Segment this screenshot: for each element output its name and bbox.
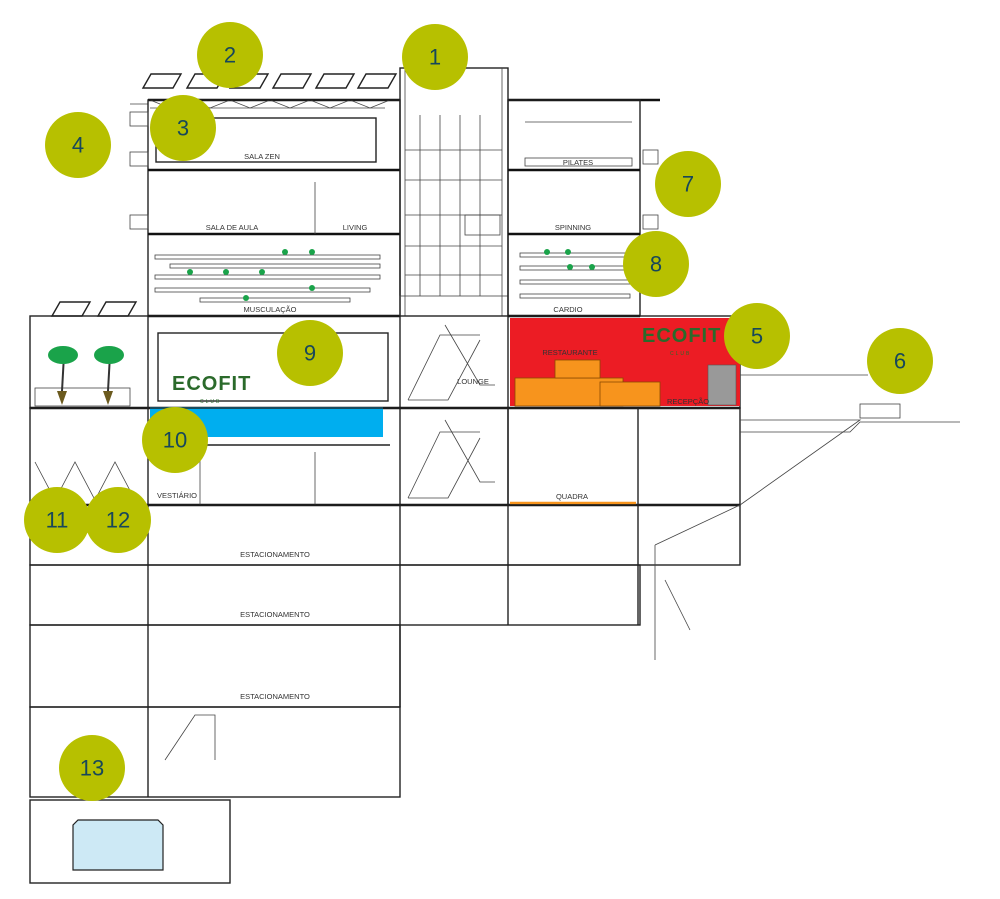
svg-text:1: 1 xyxy=(429,45,441,70)
structure xyxy=(29,67,960,884)
marker-10[interactable]: 10 xyxy=(142,407,208,473)
svg-text:7: 7 xyxy=(682,172,694,197)
label-spinning: SPINNING xyxy=(555,223,591,232)
svg-text:9: 9 xyxy=(304,341,316,366)
marker-6[interactable]: 6 xyxy=(867,328,933,394)
svg-text:ECOFIT: ECOFIT xyxy=(642,325,721,347)
marker-3[interactable]: 3 xyxy=(150,95,216,161)
svg-text:5: 5 xyxy=(751,324,763,349)
svg-text:10: 10 xyxy=(163,428,187,453)
label-sala-de-aula: SALA DE AULA xyxy=(206,223,259,232)
marker-13[interactable]: 13 xyxy=(59,735,125,801)
label-cardio: CARDIO xyxy=(553,305,582,314)
label-living: LIVING xyxy=(343,223,368,232)
svg-text:12: 12 xyxy=(106,508,130,533)
label-recepcao: RECEPÇÃO xyxy=(667,397,709,406)
svg-text:3: 3 xyxy=(177,116,189,141)
label-lounge: LOUNGE xyxy=(457,377,489,386)
label-quadra: QUADRA xyxy=(556,492,588,501)
marker-12[interactable]: 12 xyxy=(85,487,151,553)
svg-text:CLUB: CLUB xyxy=(200,399,221,405)
water-tank xyxy=(72,819,164,871)
label-musculacao: MUSCULAÇÃO xyxy=(244,305,297,314)
svg-text:6: 6 xyxy=(894,349,906,374)
numbered-markers: 1 2 3 4 5 6 7 8 9 10 11 12 13 xyxy=(24,22,933,801)
room-labels: SALA ZEN PILATES SALA DE AULA LIVING SPI… xyxy=(157,152,709,701)
marker-5[interactable]: 5 xyxy=(724,303,790,369)
marker-4[interactable]: 4 xyxy=(45,112,111,178)
marker-11[interactable]: 11 xyxy=(24,487,90,553)
svg-text:13: 13 xyxy=(80,756,104,781)
marker-9[interactable]: 9 xyxy=(277,320,343,386)
label-estacionamento-3: ESTACIONAMENTO xyxy=(240,692,310,701)
svg-text:4: 4 xyxy=(72,133,84,158)
label-restaurante: RESTAURANTE xyxy=(542,348,597,357)
ecofit-logo-restaurant: ECOFIT CLUB xyxy=(642,325,721,357)
label-estacionamento-2: ESTACIONAMENTO xyxy=(240,610,310,619)
label-estacionamento-1: ESTACIONAMENTO xyxy=(240,550,310,559)
tank-room xyxy=(29,799,231,884)
marker-8[interactable]: 8 xyxy=(623,231,689,297)
svg-text:8: 8 xyxy=(650,252,662,277)
palm-tree-icons xyxy=(34,346,131,407)
label-pilates: PILATES xyxy=(563,158,593,167)
ecofit-logo-pool: ECOFIT CLUB xyxy=(172,373,251,405)
solar-panels xyxy=(50,73,398,317)
plant-icons xyxy=(187,249,595,301)
label-sala-zen: SALA ZEN xyxy=(244,152,280,161)
roof-truss xyxy=(130,98,660,109)
marker-7[interactable]: 7 xyxy=(655,151,721,217)
svg-text:CLUB: CLUB xyxy=(670,351,691,357)
label-vestiario: VESTIÁRIO xyxy=(157,491,197,500)
marker-1[interactable]: 1 xyxy=(402,24,468,90)
stairs xyxy=(164,324,495,761)
svg-text:ECOFIT: ECOFIT xyxy=(172,373,251,395)
svg-text:2: 2 xyxy=(224,43,236,68)
svg-text:11: 11 xyxy=(46,508,69,533)
marker-2[interactable]: 2 xyxy=(197,22,263,88)
